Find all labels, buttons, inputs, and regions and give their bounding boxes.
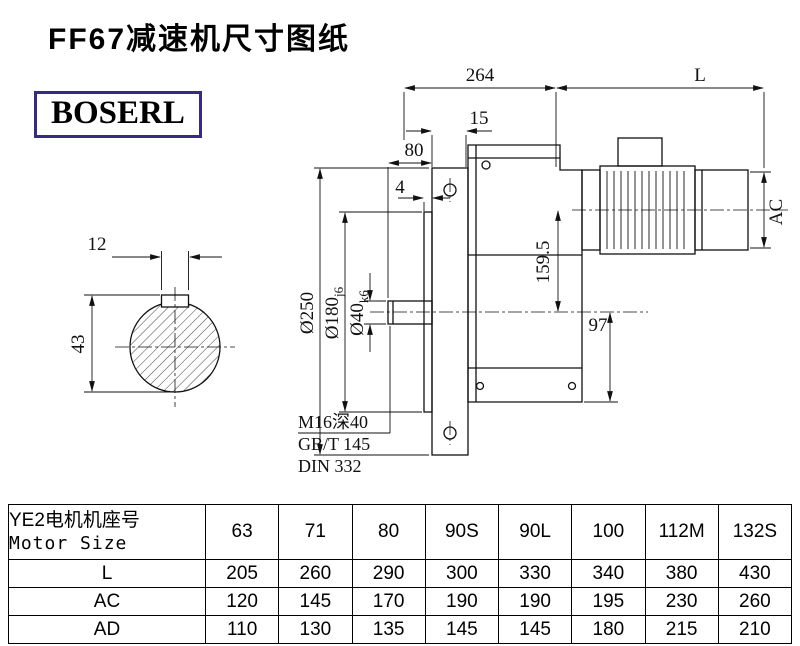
- dim-key-width: 12: [88, 234, 107, 255]
- table-row-AD: AD 110 130 135 145 145 180 215 210: [8, 615, 793, 644]
- main-view-centerlines: [370, 178, 788, 445]
- value-cell: 330: [497, 559, 573, 588]
- output-shaft: [387, 300, 433, 325]
- value-cell: 290: [351, 559, 426, 588]
- dim-below-axis-97: 97: [589, 315, 608, 336]
- size-col-header: 63: [204, 504, 280, 560]
- motor-size-header-cn: YE2电机机座号: [9, 509, 140, 531]
- value-cell: 120: [204, 587, 280, 616]
- dim-flange-dia-250: Ø250: [297, 292, 318, 334]
- row-label: L: [8, 559, 206, 588]
- tap-hole-note: M16深40: [298, 412, 368, 432]
- housing-bolt: [481, 160, 491, 170]
- value-cell: 260: [278, 559, 353, 588]
- value-cell: 205: [204, 559, 280, 588]
- value-cell: 260: [717, 587, 793, 616]
- dim-spigot-dia-180: Ø180j6: [322, 286, 346, 339]
- dim-shaft-80: 80: [405, 140, 424, 161]
- motor-terminal-box: [617, 137, 663, 167]
- dim-key-height: 43: [68, 335, 89, 354]
- dim-motor-length-L: L: [694, 65, 706, 86]
- shaft-view-centerlines: [115, 287, 235, 407]
- value-cell: 145: [497, 615, 573, 644]
- value-cell: 215: [644, 615, 719, 644]
- gear-housing: [467, 144, 583, 403]
- main-view-dimension-lines: [298, 85, 771, 456]
- size-col-header: 90L: [497, 504, 573, 560]
- size-col-header: 71: [278, 504, 353, 560]
- value-cell: 110: [204, 615, 280, 644]
- value-cell: 145: [424, 615, 500, 644]
- housing-bolt: [567, 381, 577, 391]
- dim-gap-4: 4: [395, 177, 405, 198]
- mounting-flange: [431, 167, 469, 456]
- dim-overall-264: 264: [466, 65, 495, 86]
- value-cell: 190: [497, 587, 573, 616]
- motor-size-header-en: Motor Size: [9, 532, 128, 554]
- size-col-header: 132S: [717, 504, 793, 560]
- motor-size-table: YE2电机机座号 Motor Size 63 71 80 90S 90L 100…: [8, 504, 793, 644]
- size-col-header: 80: [351, 504, 426, 560]
- brand-logo: BOSERL: [34, 91, 202, 138]
- table-header-row: YE2电机机座号 Motor Size 63 71 80 90S 90L 100…: [8, 504, 793, 560]
- table-row-L: L 205 260 290 300 330 340 380 430: [8, 559, 793, 588]
- motor-size-header-cell: YE2电机机座号 Motor Size: [8, 504, 206, 560]
- value-cell: 180: [571, 615, 646, 644]
- dimension-drawing: 12 43: [68, 65, 788, 476]
- value-cell: 380: [644, 559, 719, 588]
- table-row-AC: AC 120 145 170 190 190 195 230 260: [8, 587, 793, 616]
- value-cell: 135: [351, 615, 426, 644]
- tap-standard-din: DIN 332: [298, 456, 362, 476]
- value-cell: 170: [351, 587, 426, 616]
- dim-axis-height-159-5: 159.5: [533, 241, 554, 284]
- size-col-header: 112M: [644, 504, 719, 560]
- dim-shaft-dia-40: Ø40k6: [347, 290, 371, 336]
- value-cell: 130: [278, 615, 353, 644]
- size-col-header: 100: [571, 504, 646, 560]
- value-cell: 300: [424, 559, 500, 588]
- housing-bolt: [475, 381, 485, 391]
- dim-flange-15: 15: [470, 108, 489, 129]
- value-cell: 340: [571, 559, 646, 588]
- shaft-view-dimension-lines: [84, 251, 222, 393]
- gearbox-outline: [387, 137, 749, 456]
- row-label: AC: [8, 587, 206, 616]
- value-cell: 195: [571, 587, 646, 616]
- value-cell: 145: [278, 587, 353, 616]
- value-cell: 210: [717, 615, 793, 644]
- value-cell: 190: [424, 587, 500, 616]
- row-label: AD: [8, 615, 206, 644]
- tap-standard-gbt: GB/T 145: [298, 434, 370, 454]
- dim-motor-dia-AC: AC: [766, 199, 787, 225]
- page-title: FF67减速机尺寸图纸: [48, 23, 351, 56]
- size-col-header: 90S: [424, 504, 500, 560]
- value-cell: 430: [717, 559, 793, 588]
- value-cell: 230: [644, 587, 719, 616]
